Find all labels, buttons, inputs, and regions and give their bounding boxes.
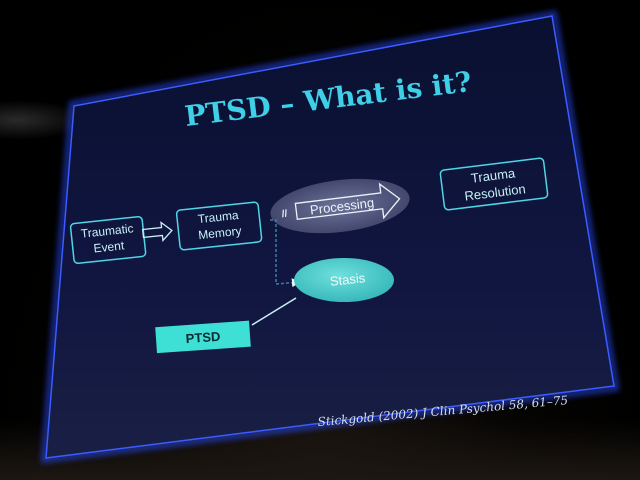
trauma-memory-line1: Trauma bbox=[197, 208, 239, 226]
traumatic-event-line2: Event bbox=[93, 238, 126, 255]
trauma-memory-box: Trauma Memory bbox=[175, 201, 263, 251]
processing-node: // Processing bbox=[270, 178, 410, 234]
traumatic-event-line1: Traumatic bbox=[80, 221, 134, 240]
event-to-memory-arrow bbox=[141, 221, 173, 242]
trauma-resolution-line2: Resolution bbox=[464, 181, 527, 203]
stasis-node: Stasis bbox=[294, 258, 394, 302]
trauma-memory-line2: Memory bbox=[198, 224, 243, 242]
ptsd-box: PTSD bbox=[155, 320, 251, 354]
stasis-label: Stasis bbox=[329, 270, 366, 289]
ptsd-to-stasis-connector bbox=[251, 297, 297, 326]
slide-edge-glow bbox=[40, 10, 620, 464]
memory-to-stasis-connector bbox=[270, 219, 301, 288]
trauma-resolution-box: Trauma Resolution bbox=[439, 157, 549, 211]
trauma-resolution-line1: Trauma bbox=[470, 165, 517, 185]
processing-block-symbol: // bbox=[281, 208, 288, 220]
ptsd-label: PTSD bbox=[185, 329, 221, 346]
